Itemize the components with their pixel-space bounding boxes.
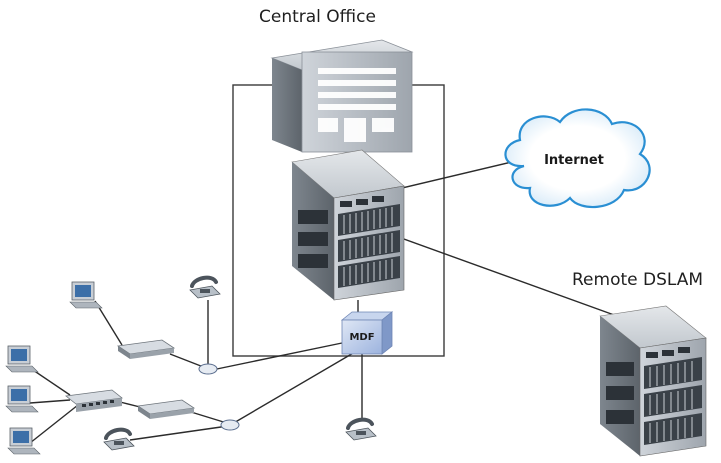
dsl-modem-icon [136, 399, 196, 419]
desktop-computer-icon [7, 427, 41, 455]
connection-lines [29, 159, 629, 444]
dsl-modem-icon [116, 339, 176, 359]
central-dslam-rack-icon [291, 149, 405, 301]
desktop-computer-icon [5, 345, 39, 373]
remote-dslam-label: Remote DSLAM [572, 270, 704, 290]
splitter-icon [220, 419, 240, 431]
telephone-icon [103, 427, 135, 451]
mdf-label: MDF [349, 332, 374, 343]
desktop-computer-icon [69, 281, 103, 309]
ethernet-hub-icon [65, 389, 123, 412]
telephone-icon [345, 417, 377, 441]
internet-cloud-icon: Internet [504, 108, 651, 209]
splitter-icon [198, 363, 218, 375]
telephone-icon [189, 275, 221, 299]
mdf-icon: MDF [340, 311, 394, 355]
remote-dslam-rack-icon [599, 305, 707, 457]
central-office-label: Central Office [259, 7, 376, 27]
desktop-computer-icon [5, 385, 39, 413]
central-office-building-icon [270, 39, 414, 153]
internet-label: Internet [544, 153, 604, 168]
